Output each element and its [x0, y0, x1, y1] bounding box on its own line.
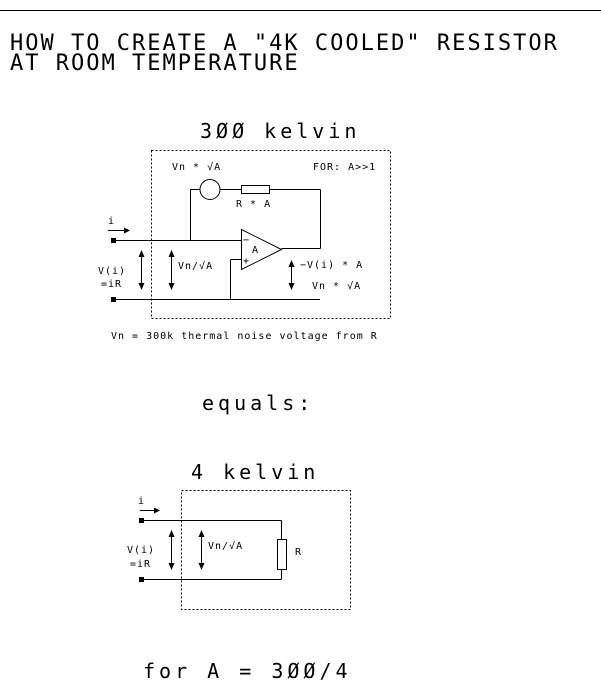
bottom-input-terminal [139, 518, 144, 523]
amp-label: A [252, 245, 259, 256]
amp-minus: − [243, 235, 250, 246]
top-input-voltage-line1: V(i) [98, 266, 126, 277]
output-voltage-label: −V(i) * A [300, 260, 363, 271]
bottom-resistor [277, 539, 287, 570]
bottom-resistor-label: R [295, 547, 302, 558]
bottom-input-voltage-line1: V(i) [127, 545, 155, 556]
amp-plus: + [243, 256, 250, 267]
output-noise-label: Vn * √A [312, 280, 361, 292]
op-amp [241, 228, 283, 271]
bottom-current-label: i [138, 496, 145, 507]
bottom-current-arrow-head [154, 507, 160, 514]
title-line-1: HOW TO CREATE A "4K COOLED" RESISTOR [10, 31, 559, 56]
noise-source [199, 179, 221, 200]
top-output-arrow [288, 260, 295, 290]
footnote: Vn = 300k thermal noise voltage from R [111, 331, 378, 342]
feedback-resistor [241, 185, 270, 194]
bottom-noise-arrow [198, 530, 205, 570]
top-ground-terminal [111, 297, 116, 302]
top-noise-label: Vn/√A [178, 260, 213, 272]
top-input-voltage-arrow [138, 250, 145, 290]
equals-label: equals: [202, 391, 314, 415]
source-label: Vn * √A [172, 161, 221, 173]
top-noise-arrow [168, 250, 175, 290]
condition-label: FOR: A>>1 [313, 162, 376, 173]
footer-formula: for A = 3ØØ/4 [143, 659, 352, 683]
bottom-input-voltage-line2: =iR [130, 559, 151, 570]
top-input-voltage-line2: =iR [101, 279, 122, 290]
bottom-ground-terminal [139, 577, 144, 582]
top-current-arrow-head [124, 227, 130, 234]
top-input-terminal [111, 238, 116, 243]
title-line-2: AT ROOM TEMPERATURE [10, 51, 300, 76]
top-current-label: i [108, 216, 115, 227]
bottom-input-voltage-arrow [168, 530, 175, 570]
top-boundary-box [151, 150, 391, 319]
top-heading: 3ØØ kelvin [200, 119, 360, 143]
feedback-resistor-label: R * A [236, 199, 271, 210]
bottom-boundary-box [181, 490, 351, 610]
bottom-heading: 4 kelvin [191, 460, 319, 484]
bottom-noise-label: Vn/√A [208, 540, 243, 552]
